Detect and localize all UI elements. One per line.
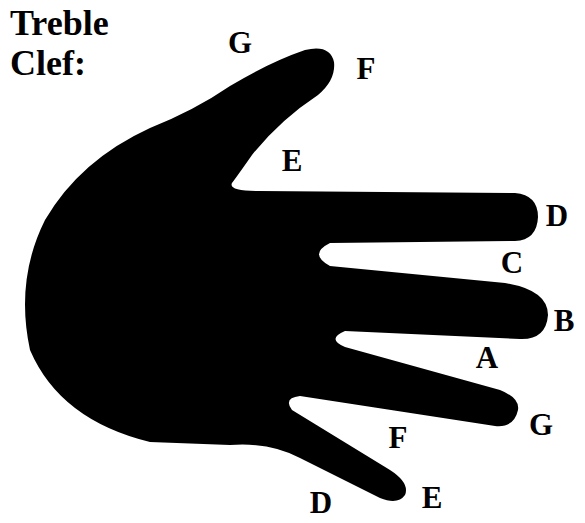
note-letter: C: [501, 247, 523, 278]
diagram-title: Treble Clef:: [10, 4, 160, 83]
note-letter: G: [228, 27, 252, 58]
note-letter: G: [529, 409, 553, 440]
note-letter: B: [554, 305, 575, 336]
hand-silhouette: [25, 49, 548, 501]
note-letter: E: [282, 145, 303, 176]
note-letter: F: [357, 53, 376, 84]
note-letter: A: [476, 342, 498, 373]
note-letter: E: [422, 482, 443, 513]
note-letter: D: [546, 200, 568, 231]
note-letter: F: [389, 422, 408, 453]
note-letter: D: [310, 487, 332, 518]
